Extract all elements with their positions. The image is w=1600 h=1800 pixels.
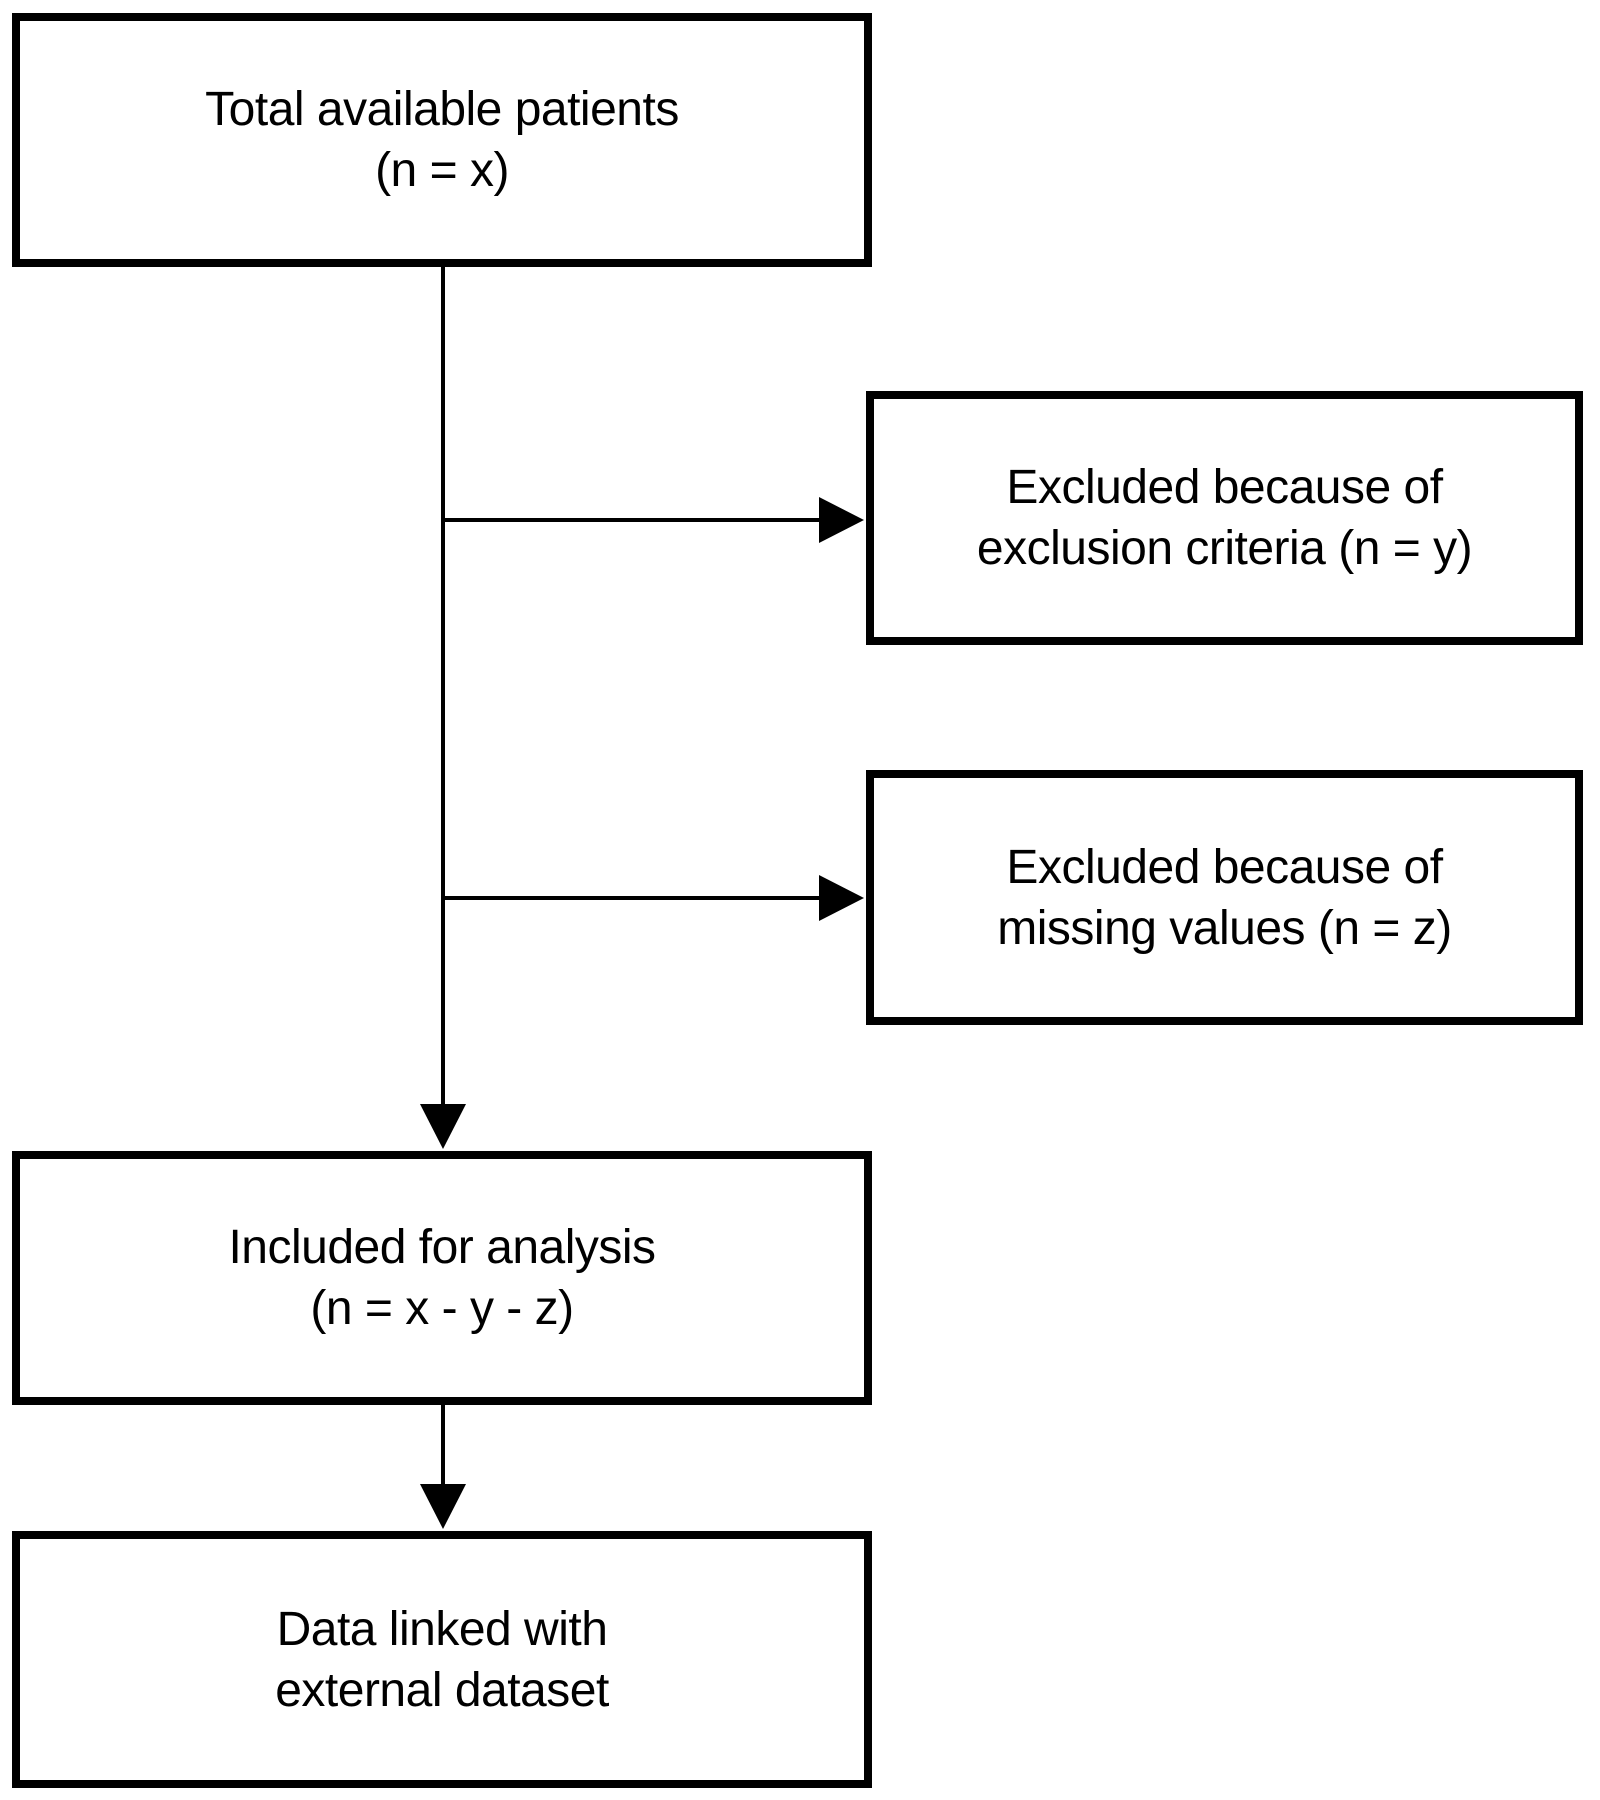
node-text-line: (n = x - y - z) xyxy=(310,1282,574,1335)
arrowhead-into-included xyxy=(420,1104,466,1149)
node-total-available-patients: Total available patients (n = x) xyxy=(12,13,872,267)
node-text-line: (n = x) xyxy=(375,144,509,197)
node-text-line: Included for analysis xyxy=(228,1221,656,1274)
node-text-line: Excluded because of xyxy=(1006,461,1443,514)
node-text-line: missing values (n = z) xyxy=(997,901,1452,955)
node-excluded-exclusion-criteria: Excluded because of exclusion criteria (… xyxy=(866,391,1583,645)
node-data-linked-external-dataset: Data linked with external dataset xyxy=(12,1531,872,1788)
node-text-line: Excluded because of xyxy=(1006,840,1443,894)
arrowhead-into-linked xyxy=(420,1484,466,1529)
arrowhead-into-excluded-criteria xyxy=(819,497,864,543)
node-text-line: Total available patients xyxy=(205,83,679,136)
node-included-for-analysis: Included for analysis (n = x - y - z) xyxy=(12,1151,872,1405)
node-text-line: exclusion criteria (n = y) xyxy=(976,522,1473,575)
node-excluded-missing-values: Excluded because of missing values (n = … xyxy=(866,770,1583,1025)
arrowhead-into-excluded-missing xyxy=(819,875,864,921)
node-text-line: Data linked with xyxy=(276,1602,608,1656)
node-text-line: external dataset xyxy=(275,1663,609,1717)
